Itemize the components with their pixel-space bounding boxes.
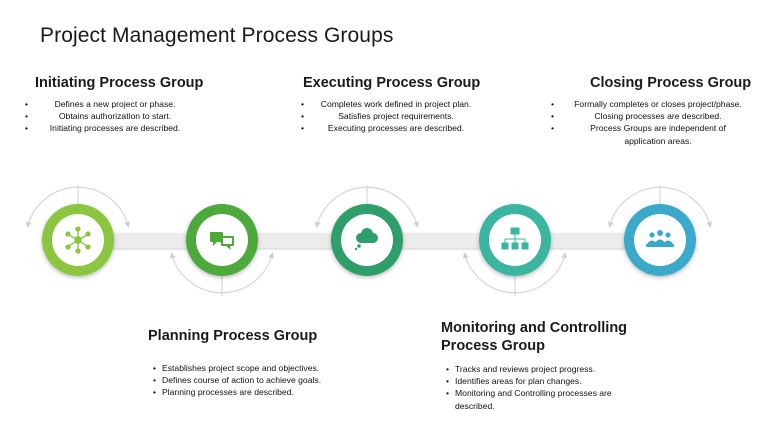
executing-bullet-3: Executing processes are described.: [301, 122, 482, 134]
closing-bullet-2: Closing processes are described.: [551, 110, 756, 122]
planning-arc: [169, 252, 275, 294]
monitoring-title-line1: Monitoring and Controlling: [441, 320, 628, 336]
initiating-group-title: Initiating Process Group: [35, 75, 204, 91]
team-icon: [646, 230, 674, 247]
closing-bullet-3: Process Groups are independent of: [551, 122, 756, 134]
initiating-bullet-2: Obtains authorization to start.: [25, 110, 196, 122]
chat-bubbles-icon: [210, 232, 234, 250]
closing-bullet-4: application areas.: [624, 135, 692, 146]
executing-node: [331, 204, 403, 276]
page-title: Project Management Process Groups: [40, 24, 394, 47]
executing-group-title: Executing Process Group: [303, 75, 481, 91]
closing-node: [624, 204, 696, 276]
initiating-bullet-3: Initiating processes are described.: [25, 122, 196, 134]
monitoring-arc: [462, 252, 568, 294]
monitoring-node: [479, 204, 551, 276]
initiating-bullets: Defines a new project or phase. Obtains …: [25, 98, 196, 135]
closing-bullet-1: Formally completes or closes project/pha…: [551, 98, 756, 110]
monitoring-bullets: Tracks and reviews project progress. Ide…: [446, 363, 685, 412]
monitoring-group-title: Monitoring and Controlling Process Group: [441, 319, 627, 355]
monitoring-bullet-3: Monitoring and Controlling processes are: [446, 387, 685, 399]
executing-bullets: Completes work defined in project plan. …: [301, 98, 482, 135]
closing-group-title: Closing Process Group: [590, 75, 752, 91]
planning-node: [186, 204, 258, 276]
planning-group-title: Planning Process Group: [148, 328, 318, 344]
initiating-node: [42, 204, 114, 276]
planning-bullet-3: Planning processes are described.: [153, 386, 382, 398]
closing-arc: [607, 186, 713, 228]
network-hub-icon: [65, 226, 91, 254]
thought-cloud-icon: [354, 228, 378, 251]
initiating-arc: [25, 186, 131, 228]
initiating-bullet-1: Defines a new project or phase.: [25, 98, 196, 110]
monitoring-bullet-2: Identifies areas for plan changes.: [446, 375, 685, 387]
executing-bullet-1: Completes work defined in project plan.: [301, 98, 482, 110]
closing-bullets: Formally completes or closes project/pha…: [551, 98, 756, 147]
monitoring-title-line2: Process Group: [441, 338, 545, 354]
hierarchy-icon: [501, 227, 529, 250]
planning-bullets: Establishes project scope and objectives…: [153, 362, 382, 399]
executing-arc: [314, 186, 420, 228]
monitoring-bullet-3-cont: described.: [455, 400, 495, 411]
planning-bullet-2: Defines course of action to achieve goal…: [153, 374, 382, 386]
executing-bullet-2: Satisfies project requirements.: [301, 110, 482, 122]
planning-bullet-1: Establishes project scope and objectives…: [153, 362, 382, 374]
monitoring-bullet-1: Tracks and reviews project progress.: [446, 363, 685, 375]
